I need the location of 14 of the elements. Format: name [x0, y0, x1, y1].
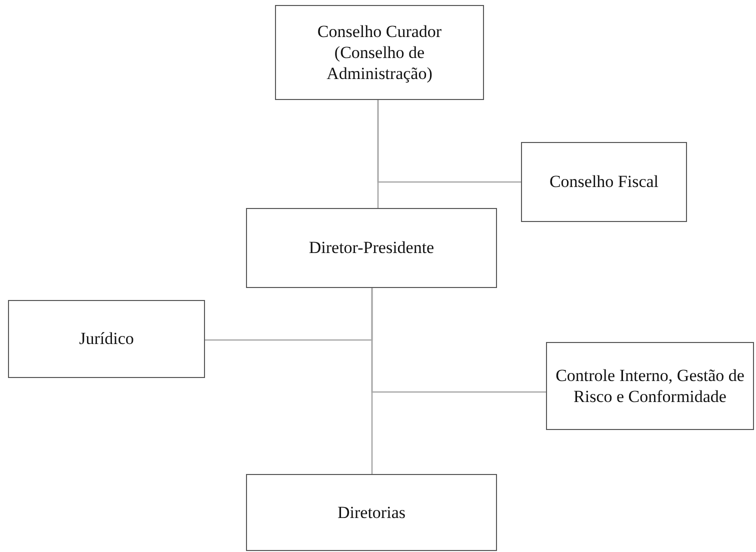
- org-box: [246, 208, 497, 288]
- box-label: Jurídico: [79, 328, 134, 350]
- org-box: [8, 300, 205, 378]
- box-label: Conselho Fiscal: [549, 171, 659, 193]
- connector-line: [377, 100, 521, 183]
- box-label: Conselho Curador (Conselho de Administração): [316, 20, 443, 84]
- box-label: Controle Interno, Gestão de Risco e Conformidade: [554, 364, 746, 408]
- org-box: [521, 142, 687, 222]
- org-box: [546, 342, 754, 430]
- connector-line: [371, 288, 546, 393]
- org-box: [275, 5, 484, 100]
- box-label: Diretor-Presidente: [308, 237, 434, 259]
- org-box: [246, 474, 497, 551]
- box-label: Diretorias: [338, 502, 406, 524]
